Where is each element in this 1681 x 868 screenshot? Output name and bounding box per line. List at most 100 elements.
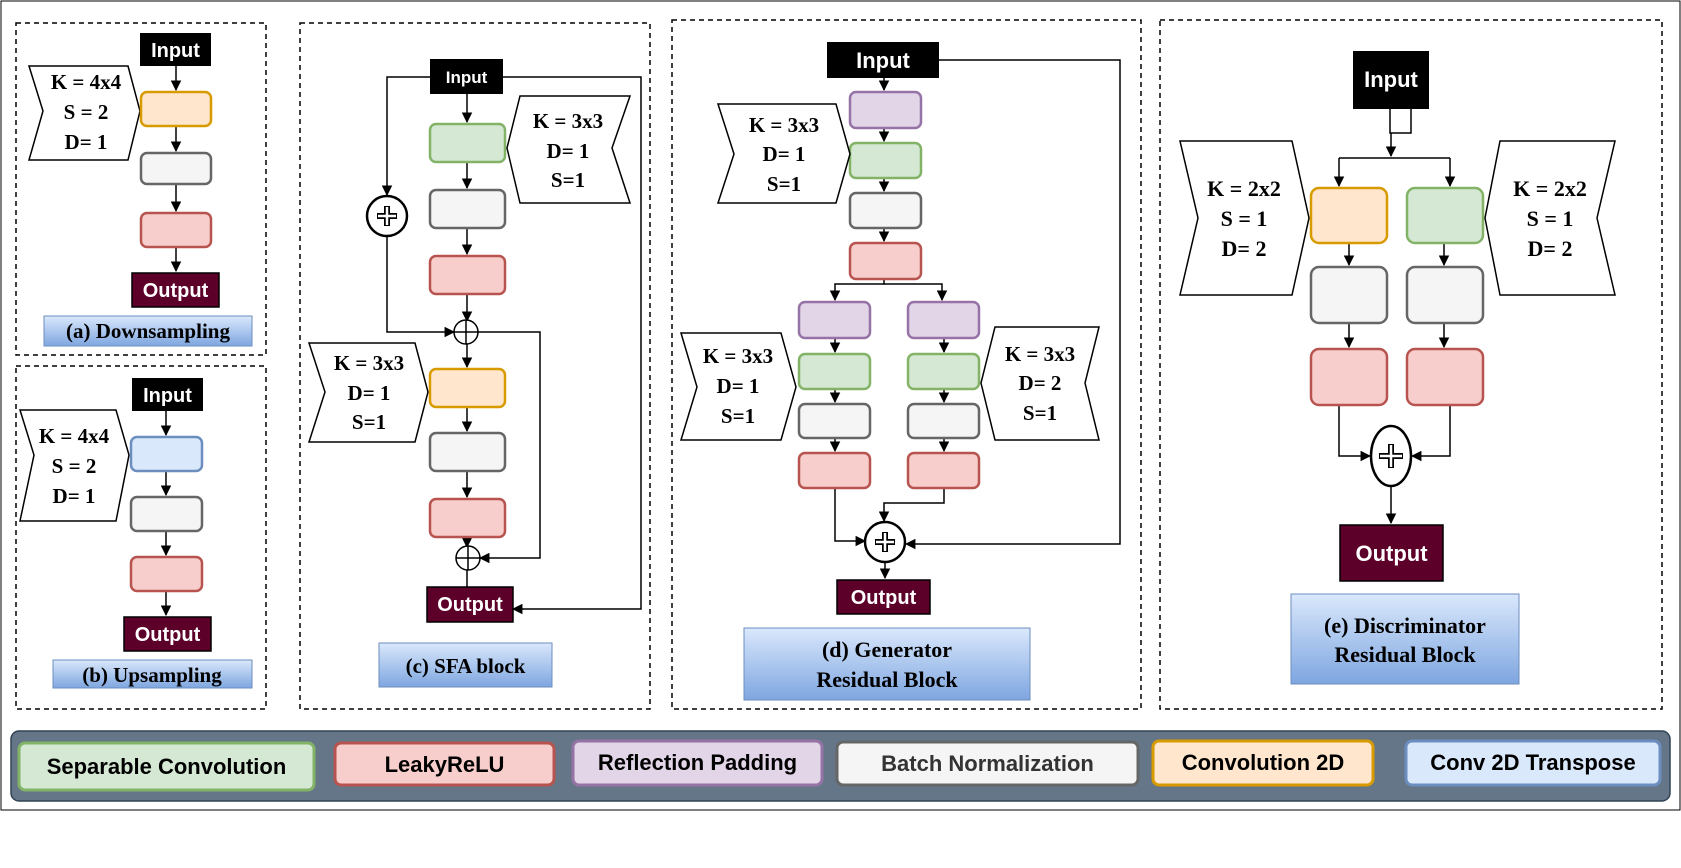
panel-d-param-top-line3: S=1 bbox=[767, 172, 801, 196]
panel-b-batch-normalization bbox=[129, 495, 204, 533]
panel-d-param-left-line2: D= 1 bbox=[717, 374, 760, 398]
panel-e-left-leaky-relu bbox=[1309, 347, 1389, 407]
panel-c-caption-box bbox=[378, 642, 553, 688]
panel-b-caption-box bbox=[52, 659, 253, 689]
panel-e-input-block bbox=[1353, 51, 1429, 109]
panel-c-param-top-line3: S=1 bbox=[551, 168, 585, 192]
panel-a-border bbox=[15, 22, 267, 356]
panel-a-input-block bbox=[140, 33, 211, 66]
panel-d-left-reflection-padding bbox=[797, 300, 872, 340]
panel-d-param-right-shape bbox=[980, 326, 1100, 441]
panel-c-param-top-line2: D= 1 bbox=[547, 139, 590, 163]
panel-d-right-reflection-padding bbox=[906, 300, 981, 340]
panel-b-output-block bbox=[123, 616, 212, 652]
panel-a-param-line1: K = 4x4 bbox=[51, 70, 122, 94]
panel-e-param-left-line2: S = 1 bbox=[1221, 206, 1268, 231]
panel-a-caption-box bbox=[43, 315, 253, 347]
legend-swatch-reflection-padding bbox=[571, 739, 824, 787]
panel-c-input-block bbox=[430, 59, 503, 94]
panel-c-output-block bbox=[426, 586, 514, 623]
panel-c-border bbox=[299, 22, 651, 710]
panel-d-caption-line1: (d) Generator bbox=[822, 637, 952, 662]
panel-d-param-top-line2: D= 1 bbox=[763, 142, 806, 166]
panel-c-leaky-relu-1 bbox=[428, 254, 507, 296]
panel-c-sfa-block: Input Output K = 3x3 D= 1 S=1 K = 3x3 D=… bbox=[307, 59, 642, 688]
panel-d-param-right-line1: K = 3x3 bbox=[1005, 342, 1075, 366]
panel-a-batch-normalization bbox=[139, 151, 213, 186]
panel-e-caption-line1: (e) Discriminator bbox=[1324, 613, 1486, 638]
panel-a-convolution-2d bbox=[139, 90, 213, 128]
panel-d-output-block bbox=[836, 579, 931, 615]
panel-d-input-block bbox=[827, 42, 939, 78]
panel-d-param-left-shape bbox=[679, 332, 797, 441]
panel-c-param-bottom-shape bbox=[307, 342, 429, 443]
panel-c-param-bottom-line3: S=1 bbox=[352, 410, 386, 434]
panel-b-input-block bbox=[132, 378, 203, 411]
legend-label-convolution-2d: Convolution 2D bbox=[1182, 750, 1345, 775]
panel-b-input-label: Input bbox=[143, 385, 192, 407]
panel-d-left-batch-normalization bbox=[797, 402, 872, 440]
panel-c-caption: (c) SFA block bbox=[406, 654, 526, 678]
panel-a-input-label: Input bbox=[151, 40, 200, 62]
panel-d-param-left-line3: S=1 bbox=[721, 404, 755, 428]
panel-e-input-label: Input bbox=[1364, 67, 1418, 92]
panel-e-convolution-2d bbox=[1309, 186, 1389, 245]
panel-b-caption: (b) Upsampling bbox=[82, 663, 222, 687]
panel-e-param-right-shape bbox=[1484, 140, 1616, 296]
panel-d-right-separable-convolution bbox=[906, 352, 981, 391]
panel-a-downsampling: K = 4x4 S = 2 D= 1 Input Output (a) Down… bbox=[27, 33, 253, 347]
panel-e-right-leaky-relu bbox=[1405, 347, 1485, 407]
panel-c-param-bottom-line1: K = 3x3 bbox=[334, 351, 404, 375]
panel-c-input-label: Input bbox=[446, 68, 488, 87]
legend-swatch-batch-normalization bbox=[835, 740, 1140, 787]
legend-swatch-separable-convolution bbox=[17, 741, 316, 792]
panel-e-param-left-shape bbox=[1179, 140, 1310, 296]
legend-label-reflection-padding: Reflection Padding bbox=[598, 750, 797, 775]
legend-label-leaky-relu: LeakyReLU bbox=[385, 752, 505, 777]
panel-d-reflection-padding bbox=[848, 90, 923, 130]
panel-d-left-separable-convolution bbox=[797, 352, 872, 391]
panel-e-caption-line2: Residual Block bbox=[1334, 642, 1476, 667]
panel-d-param-right-line2: D= 2 bbox=[1019, 371, 1062, 395]
panel-d-left-leaky-relu bbox=[797, 451, 872, 490]
panel-d-border bbox=[671, 19, 1142, 710]
panel-d-right-leaky-relu bbox=[906, 451, 981, 490]
panel-e-discriminator-residual-block: Input Output K = 2x2 S = 1 D= 2 K = 2x2 … bbox=[1179, 51, 1616, 685]
panel-d-generator-residual-block: Input Output K = 3x3 D= 1 S=1 K = 3x3 D=… bbox=[679, 42, 1121, 701]
panel-d-caption-box bbox=[743, 627, 1031, 701]
panel-e-output-block bbox=[1339, 524, 1444, 582]
panel-b-param-line2: S = 2 bbox=[52, 454, 97, 478]
outer-frame bbox=[0, 0, 1681, 811]
panel-d-param-left-line1: K = 3x3 bbox=[703, 344, 773, 368]
panel-e-param-left-line3: D= 2 bbox=[1222, 236, 1267, 261]
panel-c-output-label: Output bbox=[437, 594, 503, 616]
panel-e-left-batch-normalization bbox=[1309, 265, 1389, 325]
panel-c-param-top-line1: K = 3x3 bbox=[533, 109, 603, 133]
panel-c-leaky-relu-2 bbox=[428, 497, 507, 539]
panel-e-param-right-line3: D= 2 bbox=[1528, 236, 1573, 261]
panel-e-caption-box bbox=[1290, 593, 1520, 685]
panel-d-param-top-line1: K = 3x3 bbox=[749, 113, 819, 137]
panel-e-output-label: Output bbox=[1355, 541, 1428, 566]
legend-label-conv-2d-transpose: Conv 2D Transpose bbox=[1430, 750, 1635, 775]
panel-c-param-bottom-line2: D= 1 bbox=[348, 381, 391, 405]
legend: Separable Convolution LeakyReLU Reflecti… bbox=[10, 730, 1671, 802]
panel-b-param-shape bbox=[18, 409, 130, 522]
panel-d-separable-convolution bbox=[848, 141, 923, 180]
panel-b-param-line3: D= 1 bbox=[53, 484, 96, 508]
panel-c-batch-normalization-1 bbox=[428, 188, 507, 230]
panel-d-output-label: Output bbox=[851, 587, 917, 609]
panel-a-caption: (a) Downsampling bbox=[66, 319, 230, 343]
panel-a-param-line3: D= 1 bbox=[65, 130, 108, 154]
panel-b-param-line1: K = 4x4 bbox=[39, 424, 110, 448]
panel-d-leaky-relu bbox=[848, 241, 923, 281]
panel-a-output-label: Output bbox=[143, 280, 209, 302]
legend-swatch-conv-2d-transpose bbox=[1404, 739, 1662, 787]
panel-e-param-left-line1: K = 2x2 bbox=[1207, 176, 1281, 201]
panel-d-input-label: Input bbox=[856, 48, 910, 73]
panel-d-param-top-shape bbox=[716, 103, 851, 204]
legend-label-batch-normalization: Batch Normalization bbox=[881, 751, 1094, 776]
panel-e-param-right-line2: S = 1 bbox=[1527, 206, 1574, 231]
panel-e-border bbox=[1159, 19, 1663, 710]
panel-e-param-right-line1: K = 2x2 bbox=[1513, 176, 1587, 201]
